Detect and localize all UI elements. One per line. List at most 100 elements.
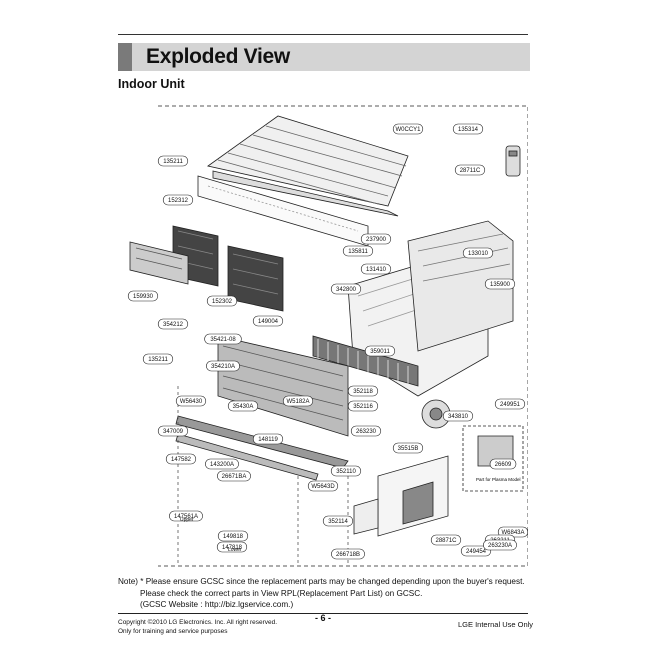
fan-motor: [421, 399, 451, 429]
part-callout: 354212: [157, 318, 189, 330]
part-callout-label: 148119: [258, 437, 278, 443]
part-callout: W0CCY1: [392, 123, 424, 135]
note-line-2: Please check the correct parts in View R…: [140, 588, 423, 598]
part-callout: 28711C: [454, 164, 486, 176]
part-callout: 133010: [462, 247, 494, 259]
part-callout-label: 352116: [353, 404, 373, 410]
part-callout: 347009: [157, 425, 189, 437]
part-callout: 159930: [127, 290, 159, 302]
part-callout-label: 359011: [370, 349, 390, 355]
part-callout-label: 263230A: [488, 543, 512, 549]
part-callout: 28871C: [430, 534, 462, 546]
part-callout-label: W56430: [180, 399, 203, 405]
part-callout: 26671BA: [217, 470, 251, 482]
part-callout-label: 237900: [366, 237, 387, 243]
part-callout: 342800: [330, 283, 362, 295]
part-callout: 135211: [142, 353, 174, 365]
boundary-line: [158, 105, 528, 567]
part-callout: 359011: [364, 345, 396, 357]
part-callout-label: 149004: [258, 319, 279, 325]
part-callout-label: 347009: [163, 429, 184, 435]
part-callout: 147561A: [169, 510, 203, 522]
part-callout: 152312: [162, 194, 194, 206]
part-callout: 352116: [347, 400, 379, 412]
part-callout-label: 352118: [353, 389, 373, 395]
part-callout: 263230: [350, 425, 382, 437]
part-callout: 352114: [322, 515, 354, 527]
section-title-bar: Exploded View: [118, 43, 530, 71]
part-callout: 237900: [360, 233, 392, 245]
part-callout-label: 352110: [336, 469, 356, 475]
caption-upper: Upper: [180, 517, 194, 523]
remote-controller: [505, 145, 521, 177]
part-callout: W5643D: [307, 480, 339, 492]
part-callout: 135900: [484, 278, 516, 290]
part-callout-label: 354212: [163, 322, 184, 328]
part-callout: 352110: [330, 465, 362, 477]
part-callout: 35515B: [392, 442, 424, 454]
exploded-view-diagram: W0CCY1 135314 135211 28711C 152312 237900 1358…: [127, 105, 528, 567]
part-callout: 135211: [157, 155, 189, 167]
part-callout: 352118: [347, 385, 379, 397]
part-callout-label: 147582: [171, 457, 192, 463]
part-callout: W56430: [175, 395, 207, 407]
part-callout-label: 143200A: [210, 462, 234, 468]
part-callout-label: 135811: [348, 249, 368, 255]
part-callout-label: 131410: [366, 267, 387, 273]
part-callout-label: 249454: [466, 549, 487, 555]
copyright-text: Copyright ©2010 LG Electronics. Inc. All…: [118, 619, 278, 626]
purpose-text: Only for training and service purposes: [118, 628, 228, 635]
title-accent-block: [118, 43, 132, 71]
part-callout-label: 249951: [500, 402, 521, 408]
part-callout: 148119: [252, 433, 284, 445]
page-number: - 6 -: [315, 613, 332, 623]
part-callout-label: 352114: [328, 519, 348, 525]
part-callout: 147582: [165, 453, 197, 465]
page-subtitle: Indoor Unit: [118, 77, 185, 91]
part-callout-label: 354210A: [211, 364, 235, 370]
part-callout: 135314: [452, 123, 484, 135]
page-title: Exploded View: [146, 45, 290, 68]
part-callout-label: W5643D: [311, 484, 335, 490]
part-callout-label: 152312: [168, 198, 189, 204]
part-callout: W6843A: [497, 526, 528, 538]
part-callout: 149818: [217, 530, 249, 542]
control-box: [353, 455, 449, 537]
part-callout: 249951: [494, 398, 526, 410]
part-callout: 26609: [489, 458, 517, 470]
part-callout: 263230A: [483, 539, 517, 551]
part-callout-label: 26609: [495, 462, 512, 468]
part-callout-label: W6843A: [501, 530, 524, 536]
part-callout-label: 28871C: [435, 538, 457, 544]
part-callout-label: W5182A: [286, 399, 309, 405]
plasma-part-box: [462, 425, 524, 492]
part-callout-label: 133010: [468, 251, 489, 257]
part-callout-label: 342800: [336, 287, 357, 293]
note-line-1: Note) * Please ensure GCSC since the rep…: [118, 577, 525, 586]
part-callout-label: 35430A: [233, 404, 254, 410]
note-line-3: (GCSC Website : http://biz.lgservice.com…: [140, 600, 294, 609]
note-block: Note) * Please ensure GCSC since the rep…: [118, 576, 538, 611]
part-callout-label: 147818: [222, 545, 243, 551]
part-callout-label: 35421-08: [210, 337, 236, 343]
part-callout-label: 343810: [448, 414, 469, 420]
part-callout: 143200A: [205, 458, 239, 470]
footer-left: Copyright ©2010 LG Electronics. Inc. All…: [118, 618, 277, 636]
part-callout: 343810: [442, 410, 474, 422]
part-callout-label: 26671BA: [222, 474, 247, 480]
evaporator: [217, 335, 349, 437]
part-callout-label: 135211: [148, 357, 168, 363]
caption-plasma: Part for Plasma Model: [476, 477, 521, 482]
part-callout: W5182A: [282, 395, 314, 407]
part-callout: 135811: [342, 245, 374, 257]
part-callout-label: 149818: [223, 534, 244, 540]
part-callout-label: W0CCY1: [395, 127, 421, 133]
part-callout-label: 135211: [163, 159, 183, 165]
internal-use-label: LGE Internal Use Only: [458, 620, 534, 629]
air-filter-right: [227, 245, 284, 312]
part-callout-label: 263230: [356, 429, 377, 435]
part-callout: 131410: [360, 263, 392, 275]
plasma-filter: [129, 241, 189, 285]
footer-rule: [118, 613, 528, 614]
part-callout-label: 135900: [490, 282, 511, 288]
